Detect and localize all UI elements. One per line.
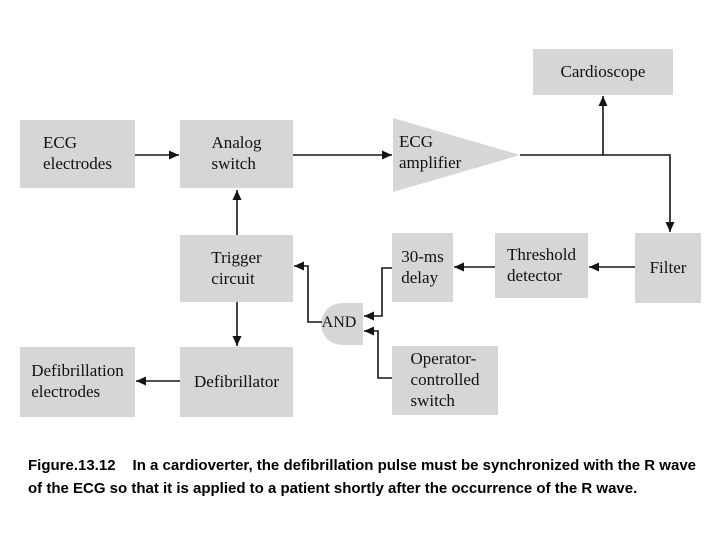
node-trigger-circuit-label: Trigger circuit (211, 247, 262, 288)
and-gate-body (321, 303, 363, 345)
node-operator-switch-label: Operator- controlled switch (410, 349, 480, 410)
node-cardioscope: Cardioscope (533, 49, 673, 95)
node-defibrillator: Defibrillator (180, 347, 293, 417)
node-threshold-detector-label: Threshold detector (507, 244, 576, 285)
node-30ms-delay-label: 30-ms delay (401, 246, 444, 287)
connector-delay-to-and (364, 267, 392, 321)
node-filter-label: Filter (649, 257, 687, 277)
node-defibrillation-electrodes-label: Defibrillation electrodes (31, 361, 124, 401)
node-filter: Filter (635, 233, 701, 303)
node-30ms-delay: 30-ms delay (392, 233, 453, 302)
node-analog-switch-label: Analog switch (211, 133, 262, 173)
connector-switch-to-and (364, 326, 392, 379)
node-analog-switch: Analog switch (180, 120, 293, 188)
node-threshold-detector: Threshold detector (495, 233, 588, 298)
node-defibrillator-label: Defibrillator (194, 371, 279, 391)
node-ecg-amplifier-label: ECG amplifier (399, 132, 462, 172)
connector-amplifier-to-filter (520, 154, 675, 232)
node-operator-switch: Operator- controlled switch (392, 346, 498, 415)
node-ecg-electrodes: ECG electrodes (20, 120, 135, 188)
ecg-amplifier-triangle (393, 118, 520, 192)
and-gate-label: AND (321, 314, 357, 331)
node-trigger-circuit: Trigger circuit (180, 235, 293, 302)
node-ecg-electrodes-label: ECG electrodes (43, 133, 112, 173)
node-defibrillation-electrodes: Defibrillation electrodes (20, 347, 135, 417)
figure-caption-number: Figure.13.12 (28, 457, 116, 474)
node-cardioscope-label: Cardioscope (560, 61, 646, 81)
figure-caption-text: In a cardioverter, the defibrillation pu… (28, 457, 697, 497)
connector-and-to-trigger (294, 261, 322, 323)
